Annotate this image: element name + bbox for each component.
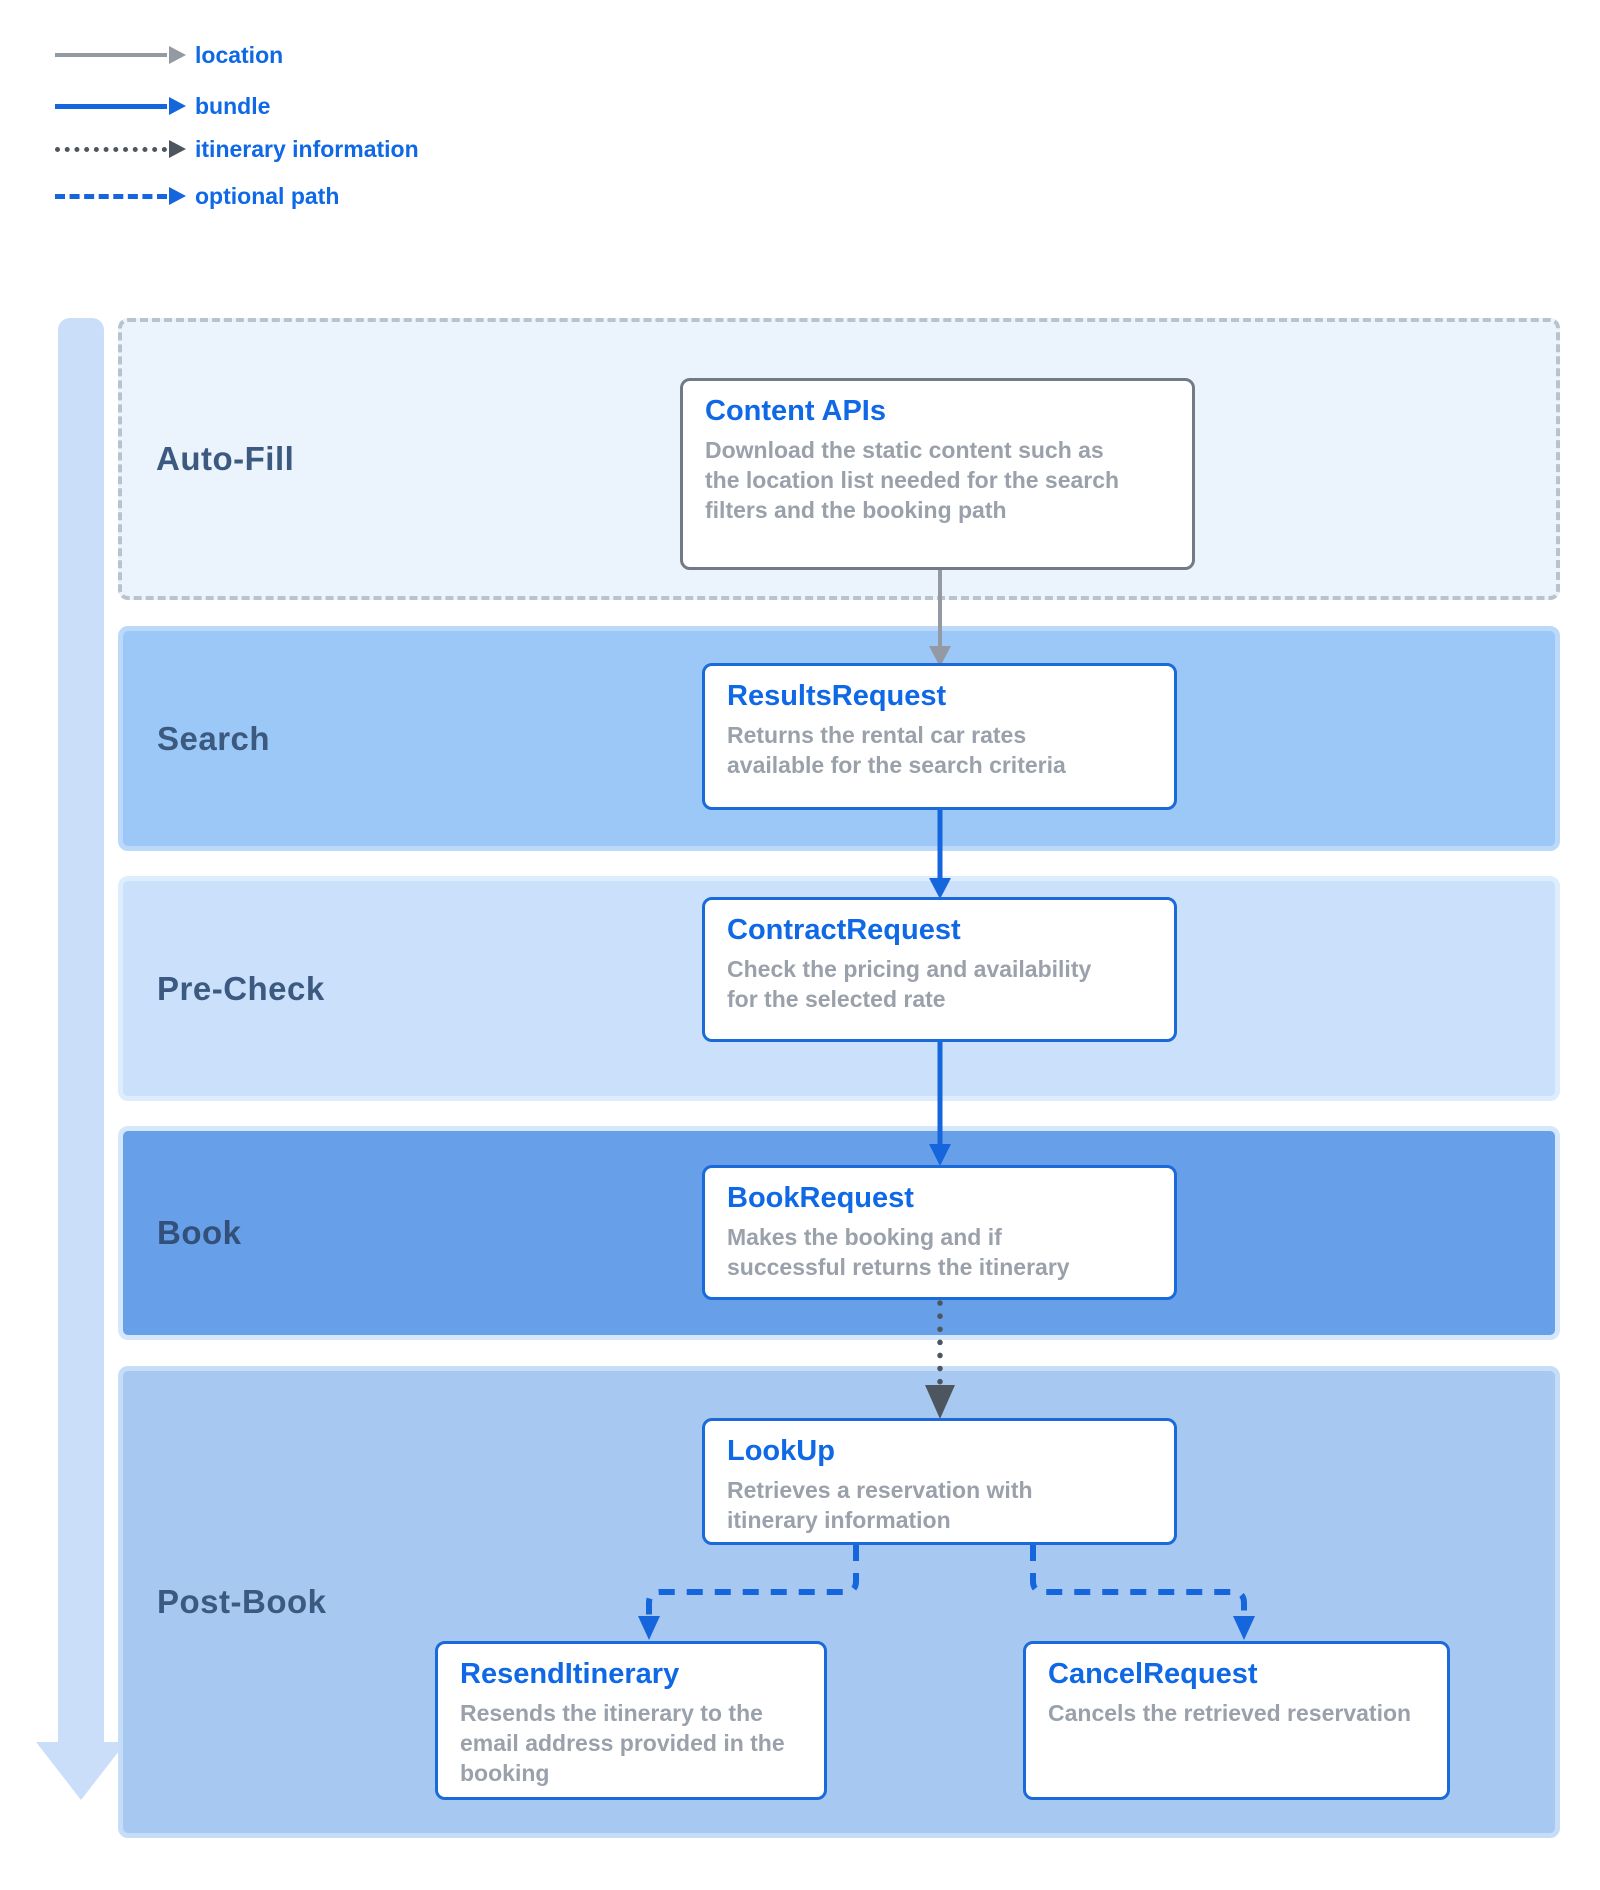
node-desc-line: Download the static content such as [705,437,1104,463]
node-desc-line: Check the pricing and availability [727,956,1092,982]
solid-gray-line-sample [55,53,167,57]
solid-blue-line-sample [55,103,167,109]
node-desc-line: Cancels the retrieved reservation [1048,1700,1412,1726]
node-content-apis: Content APIs Download the static content… [680,378,1195,570]
node-title: ContractRequest [727,914,961,946]
flow-direction-arrow-head-icon [36,1742,126,1800]
section-label: Post-Book [157,1583,327,1620]
node-results-request: ResultsRequest Returns the rental car ra… [702,663,1177,810]
node-desc-line: for the selected rate [727,986,946,1012]
legend-label: itinerary information [195,135,419,162]
legend-item-location: location [55,40,283,70]
legend-item-itinerary-information: itinerary information [55,134,419,164]
legend-item-optional-path: optional path [55,181,339,211]
section-label: Auto-Fill [156,440,295,477]
node-desc-line: itinerary information [727,1507,951,1533]
node-desc-line: Retrieves a reservation with [727,1477,1033,1503]
node-desc-line: the location list needed for the search [705,467,1120,493]
legend-item-bundle: bundle [55,91,270,121]
node-desc-line: available for the search criteria [727,752,1066,778]
node-desc-line: Resends the itinerary to the [460,1700,763,1726]
node-cancel-request: CancelRequest Cancels the retrieved rese… [1023,1641,1450,1800]
node-title: ResultsRequest [727,680,947,712]
section-label: Pre-Check [157,969,325,1007]
node-desc-line: booking [460,1760,550,1786]
node-lookup: LookUp Retrieves a reservation with itin… [702,1418,1177,1545]
node-desc-line: filters and the booking path [705,497,1007,523]
arrowhead-icon [169,140,186,158]
node-title: LookUp [727,1435,835,1467]
node-book-request: BookRequest Makes the booking and if suc… [702,1165,1177,1300]
node-desc-line: Returns the rental car rates [727,722,1027,748]
node-title: Content APIs [705,395,886,427]
node-contract-request: ContractRequest Check the pricing and av… [702,897,1177,1042]
node-desc-line: email address provided in the [460,1730,785,1756]
flow-direction-arrow-shaft [58,318,104,1742]
node-title: ResendItinerary [460,1658,680,1690]
node-desc-line: Makes the booking and if [727,1224,1002,1250]
arrowhead-icon [169,187,186,205]
node-title: BookRequest [727,1182,914,1214]
section-label: Search [157,719,271,757]
node-resend-itinerary: ResendItinerary Resends the itinerary to… [435,1641,827,1800]
arrowhead-icon [169,46,186,64]
legend-label: bundle [195,92,271,119]
node-desc-line: successful returns the itinerary [727,1254,1070,1280]
node-title: CancelRequest [1048,1658,1258,1690]
dotted-dark-line-sample [55,146,167,152]
section-label: Book [157,1214,242,1251]
legend-label: optional path [195,182,340,209]
dashed-blue-line-sample [55,193,167,199]
legend-label: location [195,41,284,68]
arrowhead-icon [169,97,186,115]
